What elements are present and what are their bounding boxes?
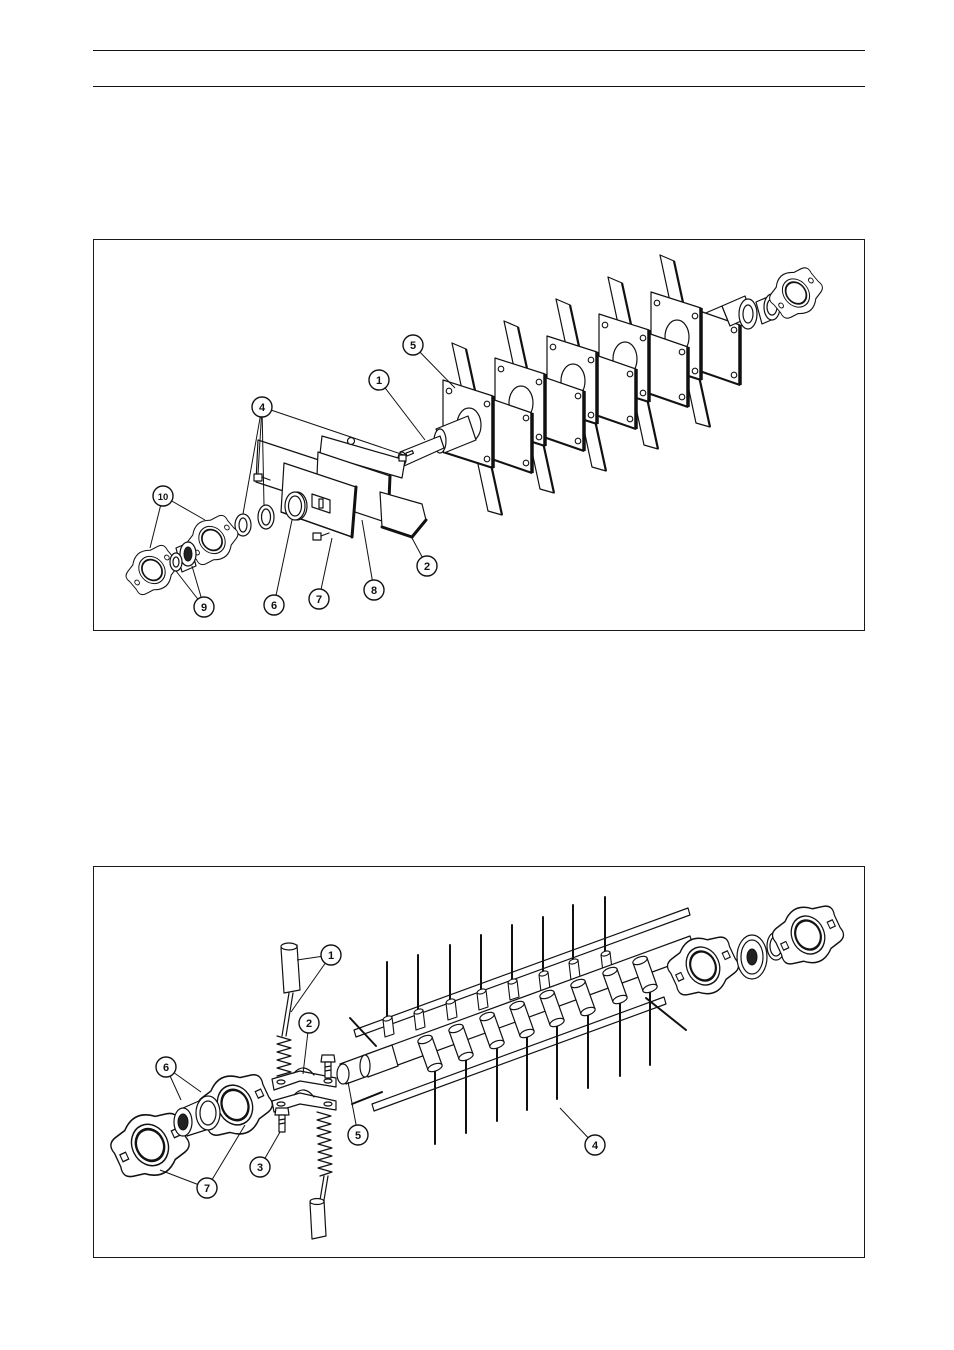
tine-upper xyxy=(413,955,424,1030)
tine-diagonal xyxy=(350,1018,376,1046)
bolt-3 xyxy=(275,1108,289,1132)
callout-1: 1 xyxy=(321,945,341,965)
tine-upper xyxy=(538,917,549,992)
callout-label: 5 xyxy=(354,1130,360,1142)
shaft-end xyxy=(337,1064,349,1084)
callout-label: 4 xyxy=(591,1140,598,1152)
callout-1: 1 xyxy=(369,370,389,390)
callout-8: 8 xyxy=(364,580,384,600)
callout-label: 10 xyxy=(157,492,168,503)
callout-5: 5 xyxy=(403,335,423,355)
tine-upper xyxy=(476,935,487,1010)
figure-1-drawing: 10 4 5 1 9 6 7 8 2 xyxy=(93,239,865,631)
callout-7: 7 xyxy=(197,1178,217,1198)
callout-10: 10 xyxy=(153,486,173,506)
bracket-bolt xyxy=(321,1055,335,1078)
callout-label: 1 xyxy=(327,950,333,962)
callout-label: 9 xyxy=(200,602,206,614)
bolt xyxy=(313,533,329,540)
figure-2-frame: 1 2 6 5 4 3 7 xyxy=(93,866,865,1258)
clamp-tab xyxy=(319,499,323,508)
callout-4: 4 xyxy=(252,397,272,417)
callout-4: 4 xyxy=(585,1135,605,1155)
callout-label: 6 xyxy=(270,600,276,612)
callout-2: 2 xyxy=(417,556,437,576)
right-inner-flange xyxy=(660,926,744,1006)
callout-2: 2 xyxy=(299,1013,319,1033)
callout-5: 5 xyxy=(348,1125,368,1145)
spring-assembly-upper xyxy=(277,943,300,1076)
figure-1-frame: 10 4 5 1 9 6 7 8 2 xyxy=(93,239,865,631)
figure-2-drawing: 1 2 6 5 4 3 7 xyxy=(93,866,865,1258)
callout-9: 9 xyxy=(194,597,214,617)
callout-label: 3 xyxy=(256,1162,262,1174)
callout-label: 1 xyxy=(375,375,381,387)
tine-upper xyxy=(445,945,456,1020)
tine-upper xyxy=(568,905,579,980)
callout-label: 5 xyxy=(409,340,415,352)
callout-label: 2 xyxy=(305,1018,311,1030)
callout-label: 7 xyxy=(203,1183,209,1195)
bolt xyxy=(399,455,406,461)
header-rule-bottom xyxy=(93,86,865,87)
callout-3: 3 xyxy=(250,1157,270,1177)
callout-6: 6 xyxy=(264,595,284,615)
tine-upper xyxy=(382,962,393,1037)
ring-6 xyxy=(285,492,307,520)
right-outer-flange xyxy=(765,895,849,975)
callout-6: 6 xyxy=(156,1057,176,1077)
callout-label: 6 xyxy=(162,1062,168,1074)
tine-upper xyxy=(600,897,611,972)
callout-7: 7 xyxy=(309,589,329,609)
callout-label: 2 xyxy=(423,561,429,573)
right-bearing-assembly xyxy=(722,259,830,328)
shaft-collar xyxy=(360,1045,398,1077)
tine-upper xyxy=(507,925,518,1000)
washer xyxy=(258,505,274,529)
callout-label: 4 xyxy=(258,402,265,414)
top-plate-bolt xyxy=(347,437,354,444)
spring-assembly-lower xyxy=(310,1112,332,1239)
callout-label: 7 xyxy=(315,594,321,606)
callout-label: 8 xyxy=(370,585,376,597)
pulley xyxy=(737,935,767,979)
header-rule-top xyxy=(93,50,865,51)
